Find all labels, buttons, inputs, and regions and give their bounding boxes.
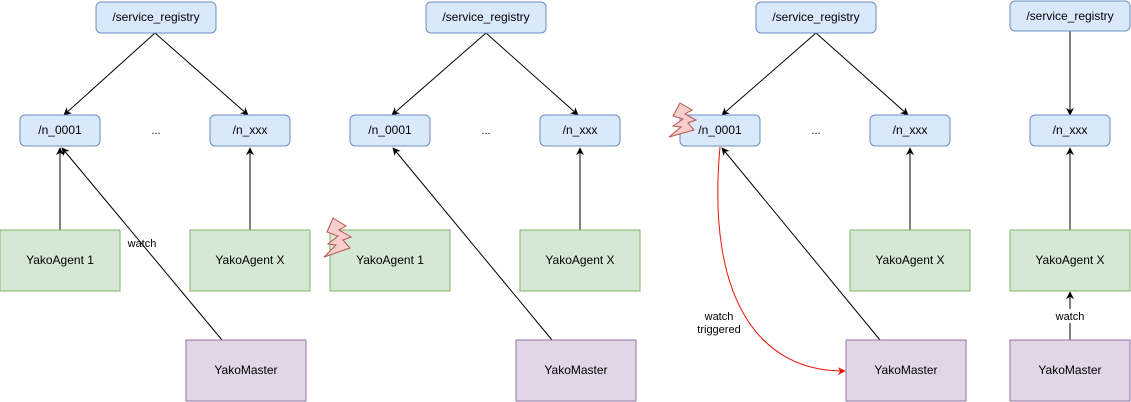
ellipsis: ... [151,125,160,137]
edge-registry-to-node-left [63,32,156,116]
znode-left: /n_0001 [19,114,101,147]
master-node: YakoMaster [185,339,307,402]
agent-right: YakoAgent X [849,229,971,292]
znode-right: /n_xxx [869,114,951,147]
registry-node: /service_registry [755,1,877,34]
znode-left: /n_0001 [349,114,431,147]
watch-label-bg [1052,309,1088,323]
znode-right: /n_xxx [209,114,291,147]
agent-left-failed: YakoAgent 1 [329,229,451,292]
edge-registry-to-node-right [485,32,579,116]
agent-right-label: YakoAgent X [545,253,614,267]
agent-node: YakoAgent X [1009,229,1131,292]
znode-right-label: /n_xxx [563,123,598,137]
master-label: YakoMaster [544,363,607,377]
ellipsis: ... [811,125,820,137]
panel-3: /service_registry /n_0001 ... /n_xxx Yak… [668,1,971,402]
agent-right: YakoAgent X [519,229,641,292]
watch-triggered-label-line2: triggered [697,324,740,336]
watch-label: watch [127,238,157,250]
watch-label: watch [1055,311,1085,323]
edge-registry-to-node-right [154,32,249,116]
master-label: YakoMaster [1038,363,1101,377]
znode-label: /n_xxx [1053,123,1088,137]
panel-1: /service_registry /n_0001 ... /n_xxx Yak… [0,1,311,402]
agent-left-label: YakoAgent 1 [26,253,94,267]
znode-left-label: /n_0001 [368,123,412,137]
registry-label: /service_registry [772,10,859,24]
edge-master-to-node-left [721,147,881,341]
agent-left: YakoAgent 1 [0,229,121,292]
agent-right-label: YakoAgent X [215,253,284,267]
agent-label: YakoAgent X [1035,253,1104,267]
panel-2: /service_registry /n_0001 ... /n_xxx Yak… [323,1,641,402]
master-node: YakoMaster [1009,339,1131,402]
registry-label: /service_registry [442,10,529,24]
znode-right-label: /n_xxx [233,123,268,137]
znode-left-failed: /n_0001 [679,114,761,147]
registry-node: /service_registry [425,1,547,34]
master-node: YakoMaster [845,339,967,402]
master-node: YakoMaster [515,339,637,402]
znode-right-label: /n_xxx [893,123,928,137]
edge-registry-to-node-left [721,32,817,116]
znode: /n_xxx [1029,114,1111,147]
lightning-bolt-icon [323,217,353,258]
ellipsis: ... [481,125,490,137]
edge-master-to-node-left [392,147,553,341]
znode-left-label: /n_0001 [698,123,742,137]
registry-node: /service_registry [95,1,217,34]
watch-triggered-arrow [717,146,846,376]
master-label: YakoMaster [214,363,277,377]
agent-left-label: YakoAgent 1 [356,253,424,267]
registry-label: /service_registry [112,10,199,24]
edge-registry-to-node-left [391,32,487,116]
registry-label: /service_registry [1026,9,1113,23]
lightning-bolt-icon [668,102,698,138]
agent-right: YakoAgent X [189,229,311,292]
edge-master-to-node-left [61,147,223,341]
watch-triggered-label-line1: watch [704,311,734,323]
znode-right: /n_xxx [539,114,621,147]
znode-left-label: /n_0001 [38,123,82,137]
panel-4: /service_registry /n_xxx YakoAgent X Yak… [1009,0,1131,402]
registry-node: /service_registry [1009,0,1131,32]
edge-registry-to-node-right [815,32,909,116]
agent-right-label: YakoAgent X [875,253,944,267]
master-label: YakoMaster [874,363,937,377]
